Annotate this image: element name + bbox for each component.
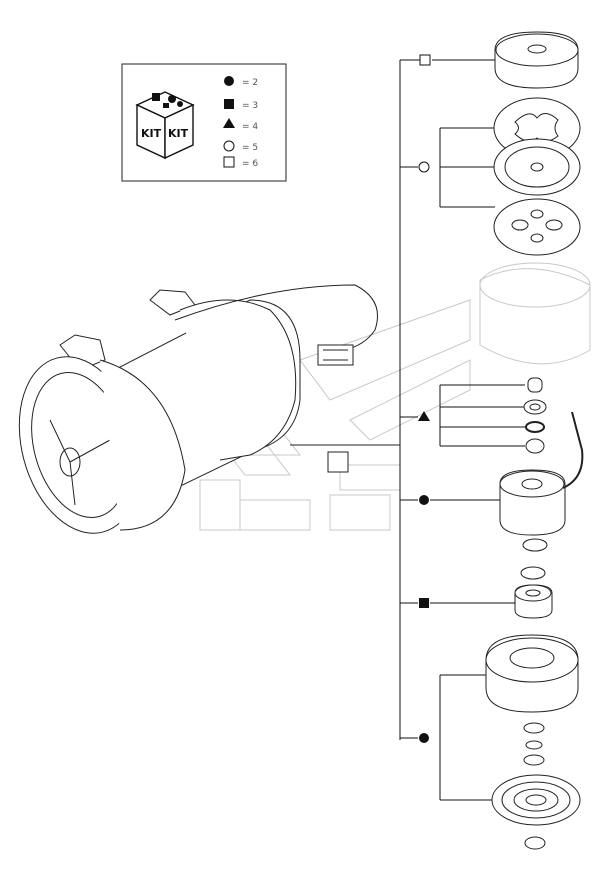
- callout-filled-circle-pulley: [419, 733, 429, 743]
- part-o-rings: [523, 377, 547, 454]
- legend-text-3: = 4: [242, 122, 258, 132]
- part-clutch-hub: [491, 774, 581, 826]
- kit-box-icon: KIT KIT: [135, 91, 195, 160]
- part-nut: [524, 836, 546, 850]
- legend-row-open-square: = 6: [223, 156, 258, 169]
- part-cylinder-head-faint: [479, 262, 591, 365]
- compressor-assembly: [18, 284, 400, 534]
- callout-filled-square: [419, 598, 429, 608]
- kit-label-right: KIT: [168, 127, 189, 140]
- part-clutch-coil: [499, 411, 584, 536]
- callout-open-circle: [418, 161, 430, 173]
- kit-label-left: KIT: [141, 127, 162, 140]
- callout-filled-circle-coil: [419, 495, 429, 505]
- legend-row-filled-square: = 3: [224, 99, 258, 111]
- kit-legend-box: KIT KIT = 2 = 3 = 4 = 5 = 6: [121, 63, 287, 182]
- callout-filled-triangle: [418, 411, 430, 421]
- part-washers: [523, 722, 545, 766]
- legend-text-1: = 2: [242, 78, 258, 88]
- part-pulley: [485, 634, 579, 713]
- callout-open-square: [419, 54, 431, 66]
- part-snap-ring-1: [522, 538, 548, 552]
- legend-text-5: = 6: [242, 159, 258, 169]
- legend-text-4: = 5: [242, 143, 258, 153]
- part-clutch-cover: [494, 31, 579, 89]
- part-snap-ring-2: [520, 566, 546, 580]
- legend-row-filled-circle: = 2: [224, 76, 258, 88]
- part-valve-plate-2: [493, 138, 581, 196]
- part-gasket: [493, 198, 581, 256]
- legend-row-open-circle: = 5: [223, 140, 258, 153]
- legend-row-filled-triangle: = 4: [223, 118, 258, 132]
- legend-text-2: = 3: [242, 101, 258, 111]
- part-bearing: [514, 584, 553, 619]
- callout-spine: [399, 54, 525, 801]
